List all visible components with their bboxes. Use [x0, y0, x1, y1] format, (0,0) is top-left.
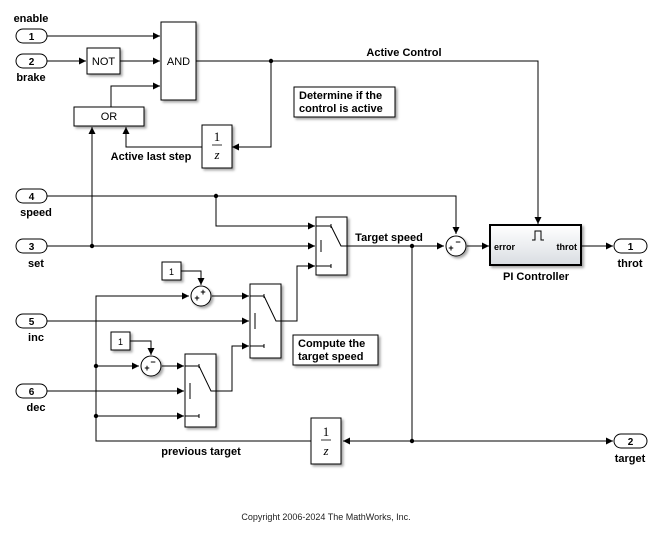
svg-text:+: +: [448, 243, 453, 253]
and-block[interactable]: [160, 21, 197, 101]
outport-label: target: [615, 453, 646, 465]
pi-output-port: throt: [557, 242, 578, 252]
switch-icon: [316, 224, 347, 268]
sum-error[interactable]: + −: [445, 235, 467, 257]
copyright-text: Copyright 2006-2024 The MathWorks, Inc.: [241, 512, 410, 522]
junction-dot: [93, 363, 99, 369]
svg-text:−: −: [455, 237, 460, 247]
junction-dot: [89, 243, 95, 249]
inport-label: brake: [16, 72, 45, 84]
svg-text:+: +: [200, 287, 205, 297]
pi-controller-block[interactable]: error throt: [489, 224, 582, 266]
unit-delay-active[interactable]: [201, 124, 233, 169]
svg-text:2: 2: [628, 437, 634, 448]
or-block-label: OR: [101, 111, 118, 123]
inport-set[interactable]: 3 set: [15, 238, 48, 270]
wire-const2: [130, 340, 155, 355]
svg-text:+: +: [144, 363, 149, 373]
switch-target-select[interactable]: [315, 216, 348, 276]
svg-text:target speed: target speed: [298, 351, 363, 363]
inport-label: dec: [27, 402, 46, 414]
inport-label: speed: [20, 207, 52, 219]
annotation-compute-target[interactable]: Compute the target speed: [292, 334, 379, 366]
wire-speed: [47, 195, 460, 234]
svg-text:1: 1: [214, 129, 221, 144]
inport-label: enable: [14, 13, 49, 25]
junction-dot: [93, 413, 99, 419]
switch-dec[interactable]: [184, 353, 217, 428]
annotation-determine-active[interactable]: Determine if the control is active: [293, 86, 396, 118]
svg-text:1: 1: [628, 242, 634, 253]
signal-label-active-control: Active Control: [366, 47, 441, 59]
svg-text:Determine if the: Determine if the: [299, 90, 382, 102]
svg-text:1: 1: [118, 337, 123, 347]
signal-label-target-speed: Target speed: [355, 232, 423, 244]
inport-label: set: [28, 258, 44, 270]
junctions: [89, 58, 415, 444]
svg-text:1: 1: [323, 424, 330, 439]
constant-dec[interactable]: [110, 331, 131, 351]
svg-text:−: −: [150, 357, 155, 367]
switch-icon: [185, 364, 216, 418]
inport-label: inc: [28, 332, 44, 344]
sum-dec[interactable]: + −: [140, 355, 162, 377]
wire-switch2-switch1: [282, 262, 315, 322]
sum-inc[interactable]: + +: [190, 285, 212, 307]
signal-label-previous-target: previous target: [161, 446, 241, 458]
inport-speed[interactable]: 4 speed: [15, 188, 52, 219]
wire-speed-switch: [215, 196, 315, 230]
junction-dot: [409, 243, 415, 249]
wire-previous-target: [95, 292, 311, 442]
inport-inc[interactable]: 5 inc: [15, 313, 48, 344]
svg-text:5: 5: [29, 317, 35, 328]
and-block-label: AND: [167, 56, 190, 68]
junction-dot: [213, 193, 219, 199]
wire-or-and: [110, 82, 160, 107]
wire-active-control: [196, 60, 542, 224]
svg-text:z: z: [322, 443, 328, 458]
svg-text:6: 6: [29, 387, 35, 398]
svg-text:control is active: control is active: [299, 103, 383, 115]
svg-text:3: 3: [29, 242, 35, 253]
svg-text:z: z: [213, 147, 219, 162]
inport-enable[interactable]: 1 enable: [14, 13, 49, 44]
wire-active-last-step: [122, 127, 202, 148]
unit-delay-target[interactable]: [310, 417, 342, 465]
svg-text:Compute the: Compute the: [298, 338, 365, 350]
constant-inc[interactable]: [161, 261, 182, 281]
outport-target[interactable]: 2 target: [613, 433, 648, 465]
not-block-label: NOT: [92, 56, 116, 68]
or-block[interactable]: [73, 106, 145, 127]
junction-dot: [409, 438, 415, 444]
not-block[interactable]: [86, 47, 121, 75]
svg-text:+: +: [194, 293, 199, 303]
svg-text:1: 1: [169, 267, 174, 277]
wire-active-feedback: [232, 61, 272, 151]
svg-text:2: 2: [29, 57, 35, 68]
pi-controller-title: PI Controller: [503, 271, 570, 283]
outport-throt[interactable]: 1 throt: [613, 238, 648, 270]
wire-switch3-switch2: [216, 342, 249, 392]
inport-brake[interactable]: 2 brake: [15, 53, 48, 84]
switch-icon: [250, 294, 282, 348]
signal-label-active-last-step: Active last step: [111, 151, 192, 163]
outport-label: throt: [617, 258, 642, 270]
enable-pulse-icon: [532, 230, 544, 241]
junction-dot: [268, 58, 274, 64]
inport-dec[interactable]: 6 dec: [15, 383, 48, 414]
pi-input-port: error: [494, 242, 516, 252]
wire-const1: [181, 270, 205, 285]
switch-inc[interactable]: [249, 283, 282, 359]
svg-text:1: 1: [29, 32, 35, 43]
svg-text:4: 4: [29, 192, 35, 203]
